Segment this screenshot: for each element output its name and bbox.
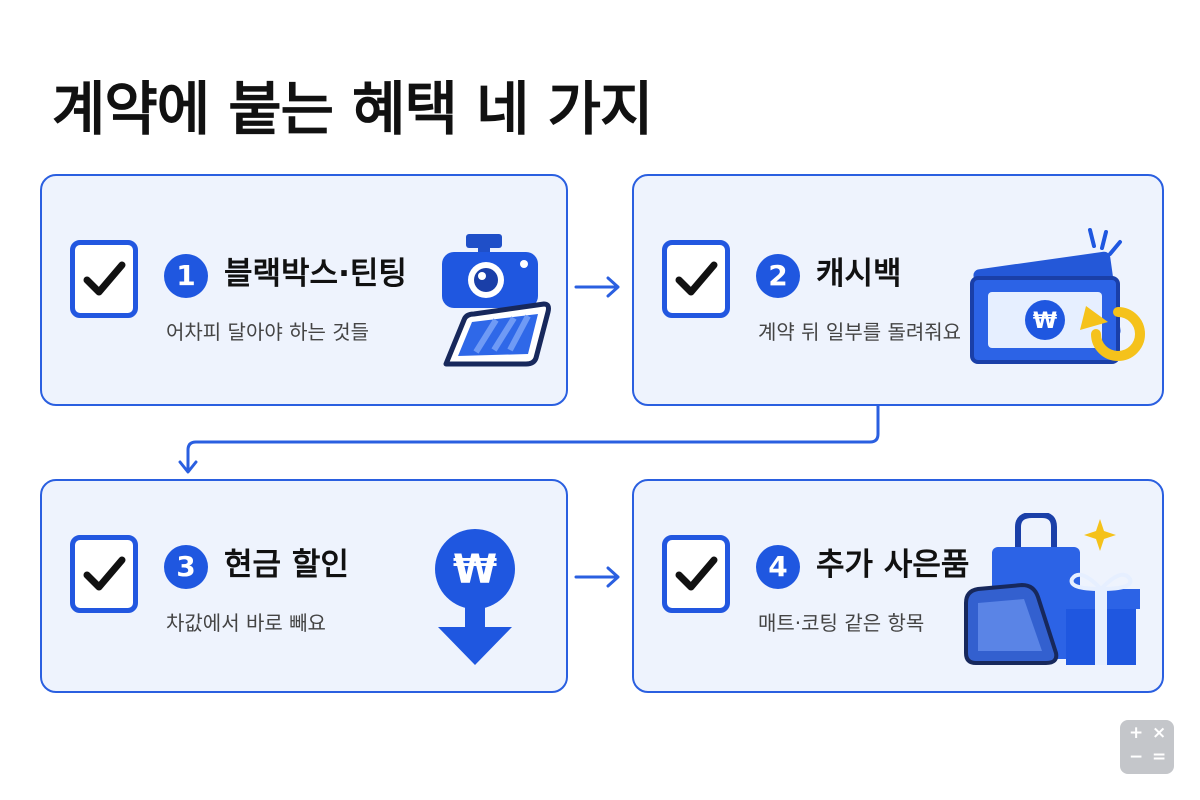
benefit-card-3: 3 현금 할인 차값에서 바로 빼요 ₩: [40, 479, 568, 693]
calculator-icon: + × − =: [1120, 720, 1174, 774]
benefit-card-4: 4 추가 사은품 매트·코팅 같은 항목: [632, 479, 1164, 693]
page-title: 계약에 붙는 혜택 네 가지: [52, 75, 653, 143]
minus-symbol: −: [1129, 747, 1144, 767]
card-subtitle: 매트·코팅 같은 항목: [758, 611, 925, 635]
benefit-card-2: 2 캐시백 계약 뒤 일부를 돌려줘요 ₩: [632, 174, 1164, 406]
card-title: 추가 사은품: [816, 547, 970, 583]
arrow-right-icon: [574, 276, 620, 298]
gift-icon: [964, 513, 1140, 665]
step-number-badge: 1: [164, 254, 208, 298]
dashcam-tint-icon: [442, 234, 551, 367]
card-subtitle: 어차피 달아야 하는 것들: [166, 320, 370, 344]
step-number-badge: 3: [164, 545, 208, 589]
arrow-down-connector-icon: [178, 406, 880, 474]
equals-symbol: =: [1152, 747, 1167, 767]
card-title: 현금 할인: [224, 547, 349, 583]
card-subtitle: 차값에서 바로 빼요: [166, 611, 326, 635]
checkbox-icon: [662, 535, 730, 613]
checkbox-icon: [70, 240, 138, 318]
benefit-card-1: 1 블랙박스·틴팅 어차피 달아야 하는 것들: [40, 174, 568, 406]
checkbox-icon: [662, 240, 730, 318]
card-title: 블랙박스·틴팅: [224, 256, 407, 292]
won-symbol: ₩: [1033, 309, 1057, 334]
arrow-right-icon: [574, 566, 620, 588]
checkbox-icon: [70, 535, 138, 613]
step-number-badge: 4: [756, 545, 800, 589]
card-subtitle: 계약 뒤 일부를 돌려줘요: [758, 320, 962, 344]
plus-symbol: +: [1129, 723, 1144, 743]
won-discount-icon: ₩: [435, 529, 515, 665]
won-symbol: ₩: [453, 547, 497, 593]
card-title: 캐시백: [816, 256, 902, 292]
times-symbol: ×: [1152, 723, 1167, 743]
cashback-icon: ₩: [970, 228, 1145, 364]
step-number-badge: 2: [756, 254, 800, 298]
